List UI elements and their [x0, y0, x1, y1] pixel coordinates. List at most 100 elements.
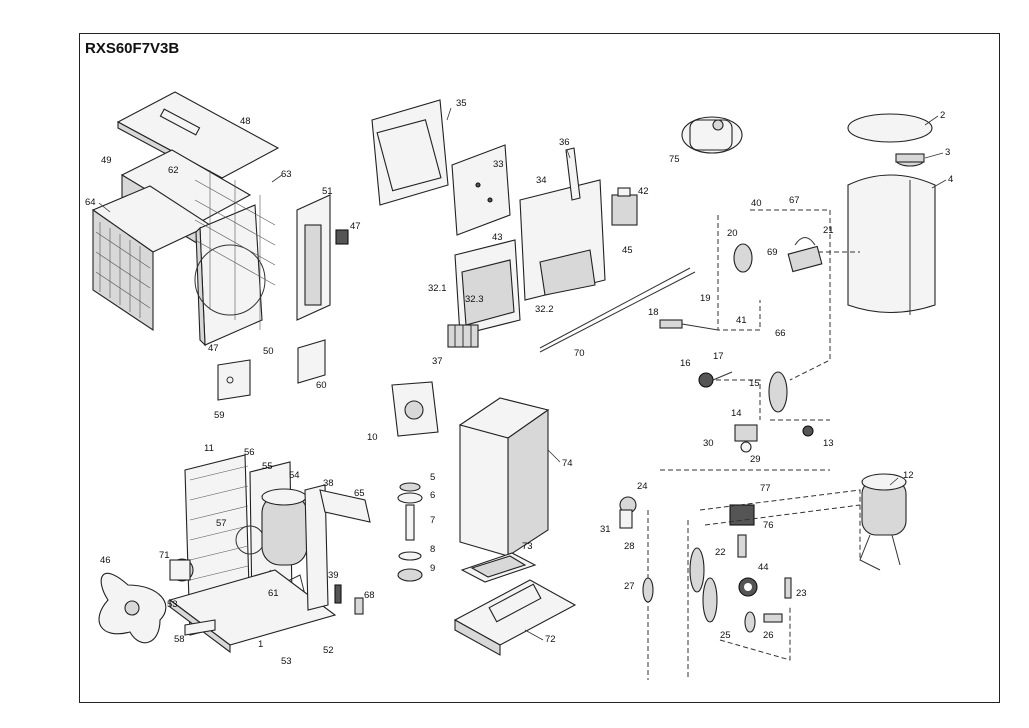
- label-60: 60: [316, 380, 327, 391]
- refrigerant-piping: [700, 209, 860, 421]
- label-32-2: 32.2: [535, 304, 554, 315]
- label-30: 30: [703, 438, 714, 449]
- model-title: RXS60F7V3B: [85, 40, 180, 57]
- cap-3: [895, 153, 925, 167]
- label-69: 69: [767, 247, 778, 258]
- plug-13: [802, 425, 814, 437]
- label-45: 45: [622, 245, 633, 256]
- label-23: 23: [796, 588, 807, 599]
- sound-insulation-74: [458, 397, 550, 558]
- label-68: 68: [364, 590, 375, 601]
- label-51: 51: [322, 186, 333, 197]
- reactor-42: [611, 187, 638, 226]
- diagram-frame: [79, 33, 1000, 703]
- label-42: 42: [638, 186, 649, 197]
- fan-motor-71: [169, 558, 194, 582]
- label-55: 55: [262, 461, 273, 472]
- label-7: 7: [430, 515, 435, 526]
- label-13: 13: [823, 438, 834, 449]
- clip-47: [335, 229, 349, 245]
- compressor-54: [261, 488, 308, 566]
- label-27: 27: [624, 581, 635, 592]
- label-67: 67: [789, 195, 800, 206]
- label-48: 48: [240, 116, 251, 127]
- bar-36: [565, 147, 581, 201]
- sensor-68: [354, 597, 364, 615]
- label-73: 73: [522, 541, 533, 552]
- label-16: 16: [680, 358, 691, 369]
- valve-21: [787, 237, 823, 273]
- circuit-dash: [660, 469, 861, 661]
- label-59: 59: [214, 410, 225, 421]
- label-19: 19: [700, 293, 711, 304]
- bracket-60: [297, 339, 326, 384]
- label-75: 75: [669, 154, 680, 165]
- label-47b: 47: [208, 343, 219, 354]
- drain-cap-75: [681, 116, 743, 154]
- label-32-1: 32.1: [428, 283, 447, 294]
- coil-side: [304, 484, 329, 611]
- label-6: 6: [430, 490, 435, 501]
- label-44: 44: [758, 562, 769, 573]
- label-36: 36: [559, 137, 570, 148]
- label-25: 25: [720, 630, 731, 641]
- label-61: 61: [268, 588, 279, 599]
- switch-box-34: [519, 179, 606, 301]
- valve-18: [659, 319, 719, 331]
- pad-73: [460, 552, 537, 583]
- label-57: 57: [216, 518, 227, 529]
- coil-77: [729, 504, 755, 526]
- part-labels: 2 3 4 5 6 7 8 9 10 11 12 13 14 15 16 17 …: [85, 98, 953, 667]
- label-49: 49: [101, 155, 112, 166]
- label-76: 76: [763, 520, 774, 531]
- label-74: 74: [562, 458, 573, 469]
- label-28: 28: [624, 541, 635, 552]
- front-panel-50: [194, 204, 266, 347]
- filter-15: [768, 371, 788, 413]
- leader-lines: [98, 107, 947, 641]
- label-66: 66: [775, 328, 786, 339]
- label-31: 31: [600, 524, 611, 535]
- label-71: 71: [159, 550, 170, 561]
- terminal-37: [447, 324, 479, 348]
- label-35: 35: [456, 98, 467, 109]
- label-17: 17: [713, 351, 724, 362]
- label-43: 43: [492, 232, 503, 243]
- label-41: 41: [736, 315, 747, 326]
- valve-14: [734, 424, 758, 453]
- board-32-3: [454, 239, 521, 336]
- label-58: 58: [174, 634, 185, 645]
- fan-guard-64: [91, 185, 212, 332]
- label-65: 65: [354, 488, 365, 499]
- drain-pan-72: [453, 579, 577, 656]
- bracket-59: [217, 359, 251, 401]
- sensor-23: [784, 577, 792, 599]
- cap-2: [847, 113, 933, 143]
- label-70: 70: [574, 348, 585, 359]
- ring-44: [738, 577, 758, 597]
- label-5: 5: [430, 472, 435, 483]
- label-11: 11: [204, 443, 214, 454]
- gasket-10: [391, 381, 439, 437]
- label-53b: 53: [281, 656, 292, 667]
- label-62: 62: [168, 165, 179, 176]
- accumulator-22: [687, 520, 718, 680]
- label-37: 37: [432, 356, 443, 367]
- label-18: 18: [648, 307, 659, 318]
- label-22: 22: [715, 547, 726, 558]
- label-56: 56: [244, 447, 255, 458]
- cable-70: [539, 267, 696, 353]
- bracket-58: [184, 619, 216, 636]
- label-33: 33: [493, 159, 504, 170]
- label-20: 20: [727, 228, 738, 239]
- label-26: 26: [763, 630, 774, 641]
- label-47a: 47: [350, 221, 361, 232]
- label-2: 2: [940, 110, 945, 121]
- label-34: 34: [536, 175, 547, 186]
- sensor-39: [334, 584, 342, 604]
- valve-31: [619, 496, 637, 529]
- propeller-fan-46: [98, 572, 167, 644]
- valve-76: [737, 534, 747, 558]
- pipe-27: [642, 510, 654, 680]
